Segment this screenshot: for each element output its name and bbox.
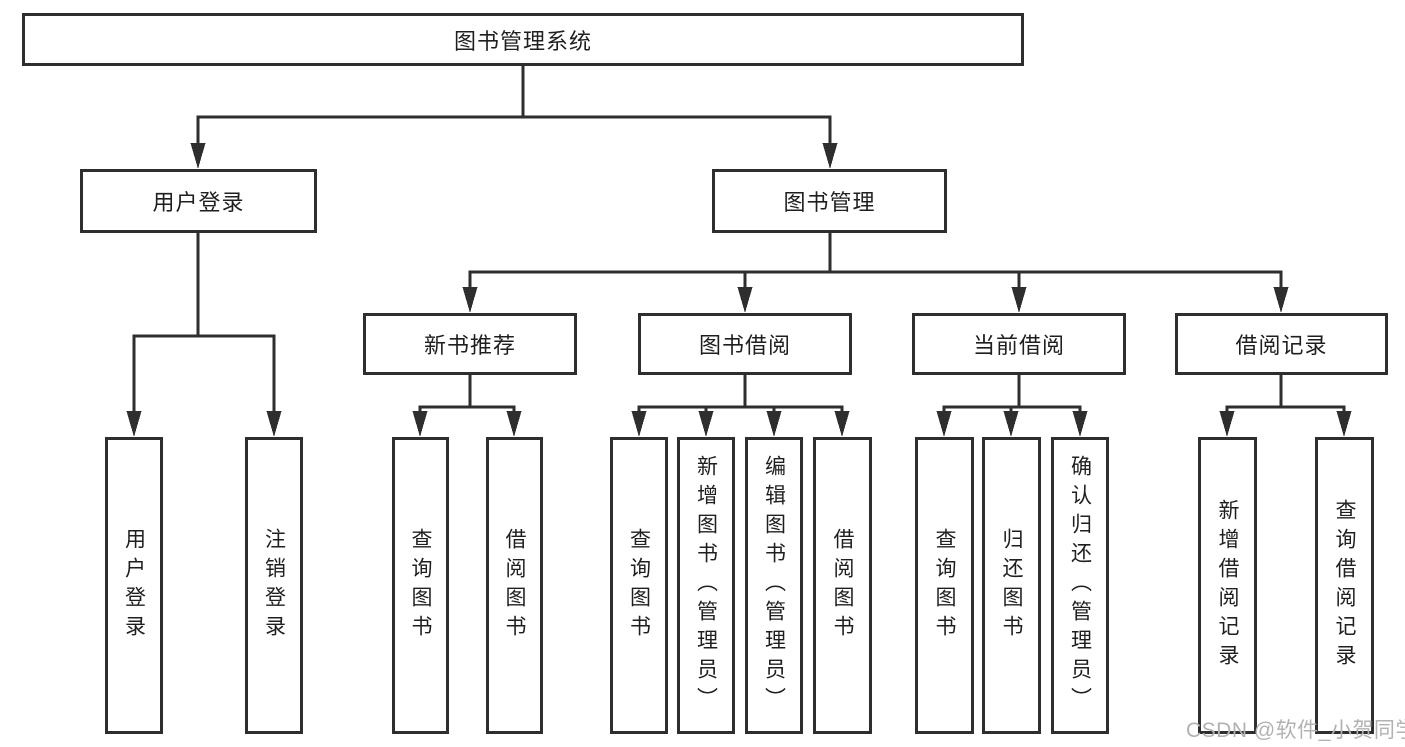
leaf-logout: 注销登录: [245, 437, 303, 734]
leaf-return-book: 归还图书: [982, 437, 1041, 734]
node-new-book-recommend: 新书推荐: [363, 313, 577, 375]
leaf-confirm-return-admin: 确认归还（管理员）: [1051, 437, 1109, 734]
node-book-management: 图书管理: [712, 169, 947, 233]
leaf-logout-label: 注销登录: [262, 527, 286, 644]
csdn-watermark: CSDN @软件_小贺同学: [1186, 719, 1405, 742]
leaf-current-query-book-label: 查询图书: [933, 527, 956, 644]
leaf-user-login: 用户登录: [105, 437, 163, 734]
leaf-borrowing-borrow-book-label: 借阅图书: [831, 527, 854, 644]
leaf-add-book-admin-label: 新增图书（管理员）: [694, 455, 718, 716]
node-user-login-label: 用户登录: [152, 190, 245, 215]
node-current-borrowing-label: 当前借阅: [972, 333, 1065, 358]
leaf-recommend-borrow-book: 借阅图书: [486, 437, 543, 734]
node-borrow-records: 借阅记录: [1175, 313, 1388, 375]
node-book-borrowing: 图书借阅: [638, 313, 852, 375]
node-book-borrowing-label: 图书借阅: [698, 333, 791, 358]
leaf-edit-book-admin-label: 编辑图书（管理员）: [762, 455, 786, 716]
leaf-add-borrow-record: 新增借阅记录: [1198, 437, 1257, 734]
leaf-query-borrow-record: 查询借阅记录: [1315, 437, 1374, 734]
node-root-label: 图书管理系统: [453, 28, 592, 54]
leaf-recommend-borrow-book-label: 借阅图书: [503, 527, 526, 644]
leaf-return-book-label: 归还图书: [1000, 527, 1023, 644]
node-book-management-label: 图书管理: [783, 190, 876, 215]
leaf-current-query-book: 查询图书: [915, 437, 974, 734]
leaf-borrowing-query-book-label: 查询图书: [627, 527, 651, 644]
leaf-edit-book-admin: 编辑图书（管理员）: [745, 437, 803, 734]
leaf-borrowing-borrow-book: 借阅图书: [813, 437, 872, 734]
leaf-recommend-query-book: 查询图书: [392, 437, 449, 734]
node-user-login: 用户登录: [80, 169, 317, 233]
leaf-user-login-label: 用户登录: [122, 527, 146, 644]
leaf-borrowing-query-book: 查询图书: [610, 437, 668, 734]
leaf-confirm-return-admin-label: 确认归还（管理员）: [1068, 455, 1092, 716]
node-new-book-recommend-label: 新书推荐: [423, 333, 516, 358]
leaf-add-book-admin: 新增图书（管理员）: [677, 437, 735, 734]
node-root: 图书管理系统: [22, 13, 1024, 66]
node-borrow-records-label: 借阅记录: [1235, 333, 1328, 358]
leaf-query-borrow-record-label: 查询借阅记录: [1333, 498, 1356, 673]
node-current-borrowing: 当前借阅: [912, 313, 1126, 375]
leaf-add-borrow-record-label: 新增借阅记录: [1216, 498, 1239, 673]
leaf-recommend-query-book-label: 查询图书: [409, 527, 432, 644]
